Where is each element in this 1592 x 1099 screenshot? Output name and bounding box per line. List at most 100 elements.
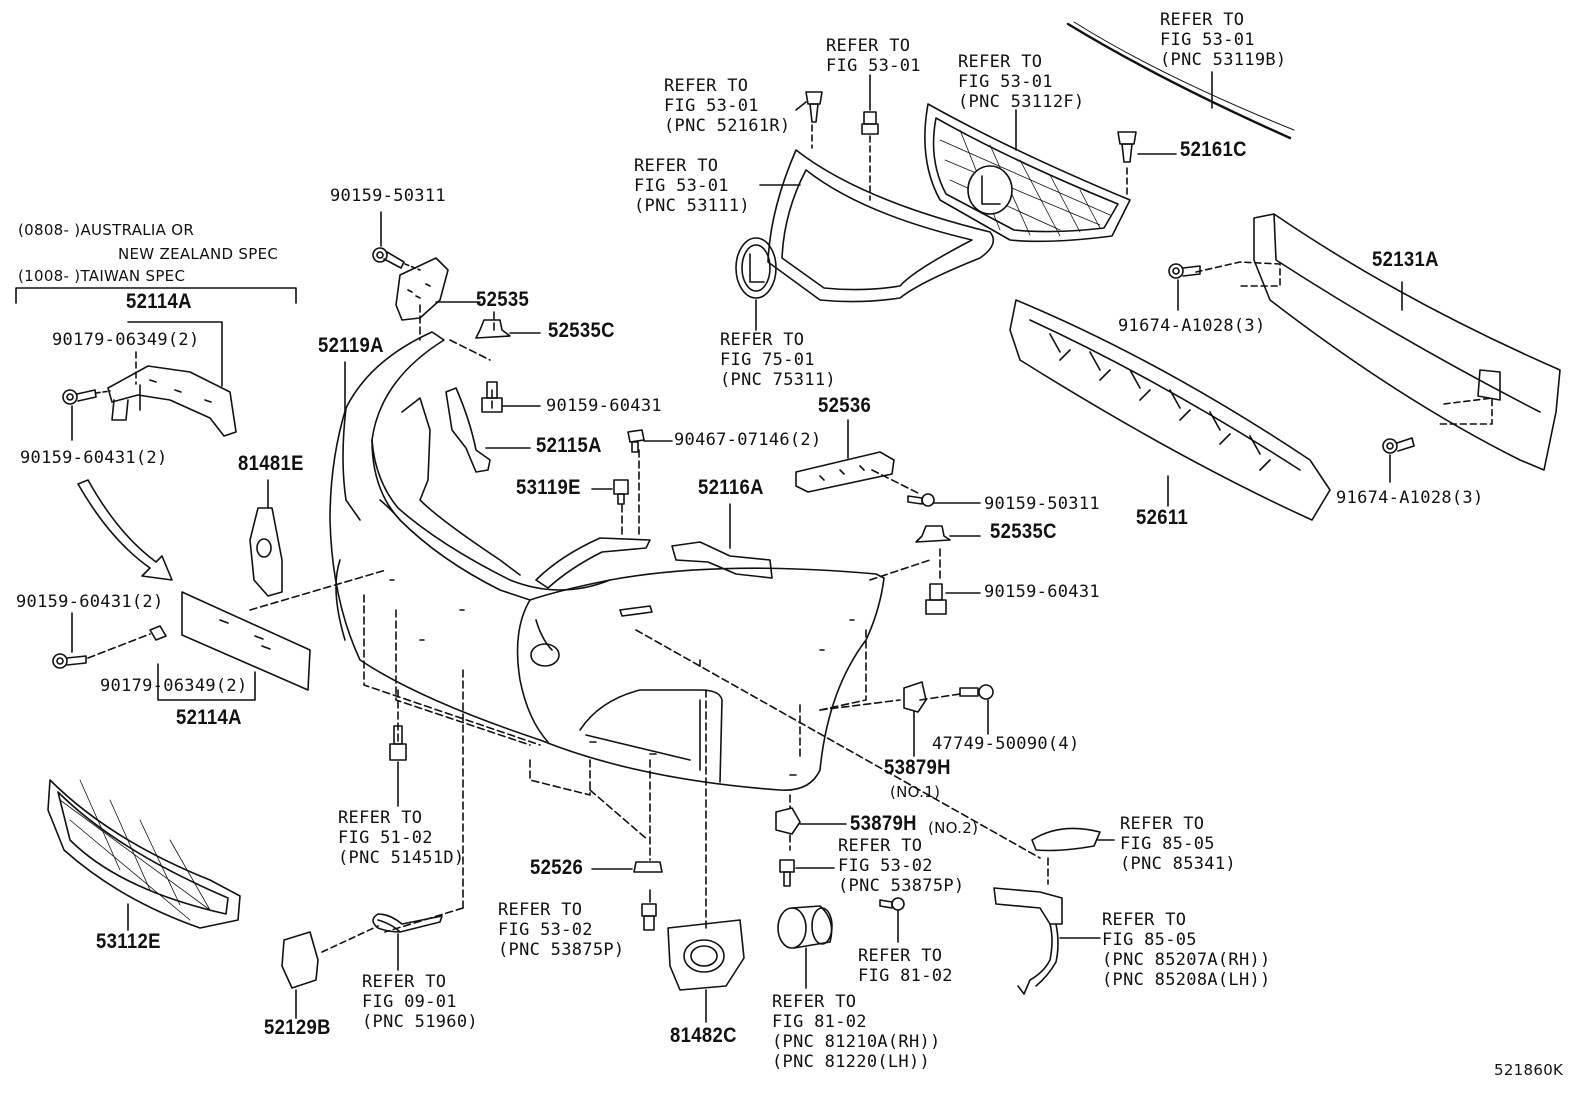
refer-note-53119B: REFER TO FIG 53-01 (PNC 53119B) [1160, 10, 1286, 70]
bolt-icon [925, 583, 947, 615]
refer-line: FIG 09-01 [362, 992, 457, 1012]
washer-nozzle-icon [993, 887, 1063, 995]
refer-line: REFER TO [338, 808, 423, 828]
part-label-52535C-b: 52535C [990, 520, 1057, 543]
part-label-91674-A1028-b: 91674-A1028(3) [1336, 488, 1484, 508]
screw-icon [779, 859, 795, 887]
part-label-90467-07146: 90467-07146(2) [674, 430, 822, 450]
refer-note-53111: REFER TO FIG 53-01 (PNC 53111) [634, 156, 750, 216]
part-label-52535C: 52535C [548, 319, 615, 342]
clip-52526-icon [633, 861, 663, 873]
refer-line: (PNC 53875P) [498, 940, 625, 960]
refer-line: (PNC 75311) [720, 370, 836, 390]
refer-line: FIG 53-01 [664, 96, 759, 116]
refer-line: FIG 85-05 [1120, 834, 1215, 854]
refer-line: FIG 75-01 [720, 350, 815, 370]
bolt-icon [52, 653, 87, 669]
direction-arrow-icon [77, 479, 173, 581]
part-label-52536: 52536 [818, 394, 872, 417]
clip-icon [627, 429, 645, 453]
refer-line: REFER TO [1102, 910, 1187, 930]
refer-note-53875P-b: REFER TO FIG 53-02 (PNC 53875P) [498, 900, 624, 960]
part-label-52129B: 52129B [264, 1016, 331, 1039]
refer-line: REFER TO [838, 836, 923, 856]
bumper-reinforcement-icon [1253, 213, 1561, 471]
part-label-52131A: 52131A [1372, 248, 1439, 271]
refer-line: (PNC 85341) [1120, 854, 1236, 874]
part-label-90159-60431: 90159-60431(2) [20, 448, 168, 468]
refer-line: REFER TO [362, 972, 447, 992]
part-label-52115A: 52115A [536, 434, 602, 457]
clip-53119e-icon [613, 479, 629, 505]
refer-line: REFER TO [498, 900, 583, 920]
part-label-90179-06349: 90179-06349(2) [52, 330, 200, 350]
refer-line: FIG 53-02 [498, 920, 593, 940]
tow-hook-icon [372, 913, 443, 933]
part-label-90159-50311: 90159-50311 [330, 186, 446, 206]
part-label-no1: (NO.1) [890, 783, 941, 801]
spec-note-taiwan: (1008- )TAIWAN SPEC [18, 267, 186, 285]
part-label-90159-60431-b: 90159-60431 [546, 396, 662, 416]
part-label-52119A: 52119A [318, 334, 384, 357]
fog-cover-81481e-icon [249, 507, 283, 597]
refer-line: REFER TO [720, 330, 805, 350]
refer-line: FIG 85-05 [1102, 930, 1197, 950]
refer-line: REFER TO [1120, 814, 1205, 834]
bolt-icon [389, 725, 407, 761]
part-label-53119E: 53119E [516, 476, 581, 499]
clip-52161c-icon [1117, 131, 1137, 163]
refer-line: FIG 53-01 [958, 72, 1053, 92]
grille-surround-icon [767, 149, 995, 303]
refer-line: (PNC 53119B) [1160, 50, 1287, 70]
refer-line: REFER TO [772, 992, 857, 1012]
part-label-90159-50311-b: 90159-50311 [984, 494, 1100, 514]
refer-note-51960: REFER TO FIG 09-01 (PNC 51960) [362, 972, 478, 1032]
bracket-52536-icon [795, 451, 895, 493]
refer-note-52161R: REFER TO FIG 53-01 (PNC 52161R) [664, 76, 790, 136]
part-label-52535: 52535 [476, 288, 530, 311]
license-bracket-lower-icon [181, 591, 311, 691]
bracket-52116a-icon [671, 541, 773, 579]
bumper-cover-icon [329, 331, 885, 791]
refer-note-53112F: REFER TO FIG 53-01 (PNC 53112F) [958, 52, 1084, 112]
part-label-53879H-no1: 53879H [884, 756, 951, 779]
side-bracket-52115a-icon [445, 387, 491, 473]
refer-line: (PNC 53112F) [958, 92, 1085, 112]
fog-bezel-icon [667, 919, 745, 991]
clip-52535c-icon [475, 319, 511, 339]
part-label-90179-06349-b: 90179-06349(2) [100, 676, 248, 696]
refer-line: REFER TO [958, 52, 1043, 72]
refer-line: (PNC 81210A(RH)) [772, 1032, 941, 1052]
refer-line: REFER TO [858, 946, 943, 966]
part-label-52116A: 52116A [698, 476, 764, 499]
refer-line: FIG 53-01 [1160, 30, 1255, 50]
spec-note-australia: (0808- )AUSTRALIA OR [18, 221, 195, 239]
bolt-icon [481, 381, 503, 413]
upper-center-trim-icon [535, 537, 651, 589]
refer-line: (PNC 51451D) [338, 848, 465, 868]
bolt-icon [1168, 263, 1201, 279]
refer-line: (PNC 52161R) [664, 116, 791, 136]
part-label-47749-50090: 47749-50090(4) [932, 734, 1080, 754]
clip-icon [861, 111, 879, 135]
part-label-53112E: 53112E [96, 930, 161, 953]
part-label-no2: (NO.2) [928, 819, 979, 837]
refer-line: REFER TO [664, 76, 749, 96]
refer-line: (PNC 53111) [634, 196, 750, 216]
refer-line: FIG 53-01 [826, 56, 921, 76]
refer-line: (PNC 53875P) [838, 876, 965, 896]
dashed-guides [363, 304, 1049, 933]
side-bracket-52535-icon [395, 257, 449, 321]
clip-52535c-icon [915, 525, 951, 543]
refer-note-fig-81-02: REFER TO FIG 81-02 [858, 946, 953, 986]
bolt-icon [62, 389, 97, 405]
refer-line: REFER TO [826, 36, 911, 56]
clip-icon [805, 91, 823, 123]
diagram-code: 521860K [1494, 1061, 1564, 1079]
washer-cap-icon [1031, 827, 1101, 852]
license-bracket-upper-icon [107, 365, 237, 437]
part-label-91674-A1028: 91674-A1028(3) [1118, 316, 1266, 336]
spec-note-new-zealand: NEW ZEALAND SPEC [118, 245, 279, 263]
